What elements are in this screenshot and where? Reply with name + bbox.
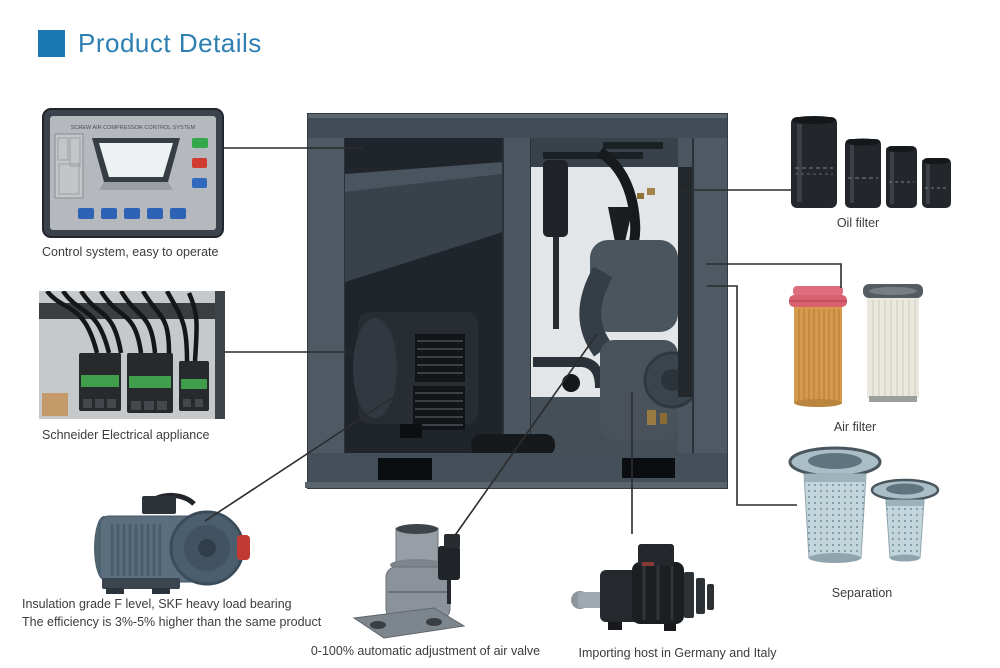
- separation-image: [788, 446, 940, 563]
- oil-filter-cylinders: [791, 116, 951, 208]
- machine-center-pillar: [503, 138, 531, 453]
- machine-right-panel: [693, 138, 727, 453]
- power-cables: [45, 291, 199, 362]
- host-top-box: [638, 544, 674, 566]
- motor-image: [94, 493, 250, 594]
- contactors: [79, 353, 209, 413]
- host-caption: Importing host in Germany and Italy: [578, 646, 777, 660]
- page-title: Product Details: [78, 28, 262, 58]
- air-valve-caption: 0-100% automatic adjustment of air valve: [310, 644, 541, 658]
- valve-solenoid: [438, 546, 460, 580]
- electrical-caption: Schneider Electrical appliance: [42, 428, 210, 442]
- separator-small: [870, 478, 940, 562]
- machine-right-bay: [531, 138, 701, 453]
- air-filter-orange: [789, 286, 847, 407]
- control-panel-header-text: SCREW AIR COMPRESSOR CONTROL SYSTEM: [71, 125, 196, 131]
- separator-large: [788, 446, 882, 563]
- electrical-appliance-image: [39, 291, 225, 419]
- host-image: [571, 544, 714, 631]
- air-filter-image: [789, 284, 923, 407]
- control-panel-image: SCREW AIR COMPRESSOR CONTROL SYSTEM: [42, 108, 224, 238]
- motor-caption-line1: Insulation grade F level, SKF heavy load…: [22, 597, 292, 611]
- shaft-cap: [237, 535, 250, 560]
- intake-silencer: [543, 160, 568, 237]
- fan-shroud: [345, 174, 503, 282]
- oil-filter-image: [791, 116, 951, 208]
- air-filter-caption: Air filter: [833, 420, 877, 434]
- machine-motor: [353, 312, 478, 438]
- compressor-machine-image: [305, 113, 728, 489]
- host-shaft: [578, 592, 606, 608]
- machine-left-bay: [345, 138, 503, 453]
- oil-filter-caption: Oil filter: [836, 216, 880, 230]
- start-button: [192, 138, 208, 148]
- control-system-caption: Control system, easy to operate: [42, 245, 219, 259]
- base-vent-left: [378, 458, 432, 480]
- page-header: Product Details: [38, 28, 262, 59]
- base-vent-right: [622, 458, 675, 478]
- terminal-block: [42, 393, 68, 416]
- floor-elbow-pipe: [471, 434, 555, 456]
- lcd-screen: [99, 143, 173, 177]
- machine-left-panel: [308, 138, 345, 453]
- stop-button: [192, 158, 207, 168]
- set-button: [192, 178, 207, 188]
- host-front-housing: [600, 570, 640, 622]
- motor-caption-line2: The efficiency is 3%-5% higher than the …: [22, 615, 322, 629]
- separation-caption: Separation: [831, 586, 893, 600]
- motor-junction-box: [142, 496, 176, 514]
- air-valve-image: [352, 524, 466, 639]
- valve-base-flange: [352, 607, 466, 639]
- panel-key-buttons: [78, 208, 186, 219]
- air-filter-white: [863, 284, 923, 402]
- pressure-gauge: [562, 374, 580, 392]
- title-bullet-square-icon: [38, 30, 65, 57]
- air-end-upper: [590, 240, 678, 332]
